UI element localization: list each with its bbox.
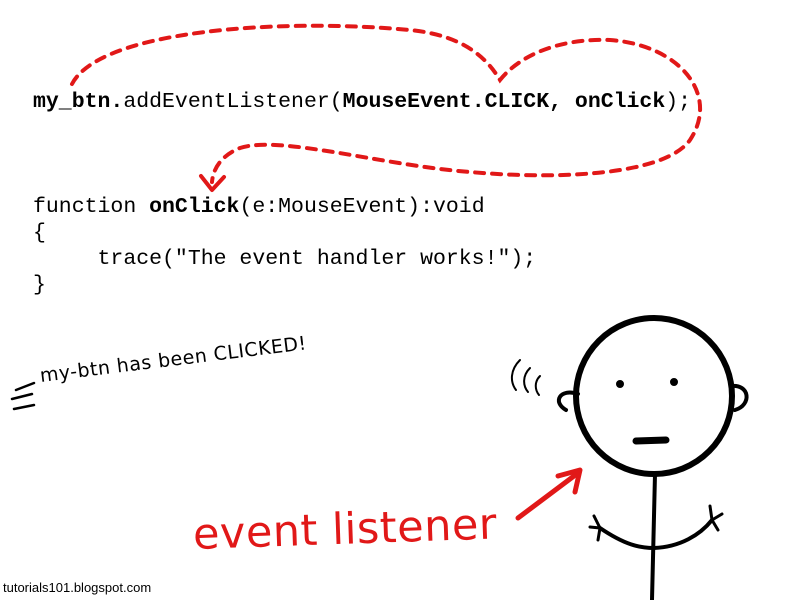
straight-arrow-icon — [515, 467, 583, 521]
code-line-trace: trace("The event handler works!"); — [33, 247, 537, 271]
code-separator: , — [549, 90, 575, 114]
event-listener-label: event listener — [192, 499, 498, 560]
credit-text: tutorials101.blogspot.com — [3, 580, 152, 595]
code-line-function: function onClick(e:MouseEvent):void — [33, 194, 485, 220]
motion-lines-icon — [10, 381, 36, 411]
stick-figure-icon — [556, 315, 749, 600]
code-keyword: function — [33, 195, 150, 219]
code-event-constant: MouseEvent.CLICK — [342, 90, 550, 114]
curved-dashed-arrow-icon — [70, 23, 703, 184]
code-params: (e:MouseEvent):void — [239, 195, 485, 219]
code-object: my_btn — [33, 90, 111, 114]
code-line-add-listener: my_btn.addEventListener(MouseEvent.CLICK… — [33, 89, 691, 115]
code-dot: . — [110, 90, 124, 114]
code-line-close-brace: } — [33, 273, 46, 297]
sound-waves-icon — [510, 359, 541, 396]
code-line-open-brace: { — [33, 221, 46, 245]
code-close: ); — [665, 90, 692, 114]
arrowhead-icon — [199, 174, 226, 192]
code-method: addEventListener( — [123, 90, 343, 114]
code-handler-name: onClick — [149, 195, 240, 219]
code-handler-ref: onClick — [574, 90, 666, 114]
